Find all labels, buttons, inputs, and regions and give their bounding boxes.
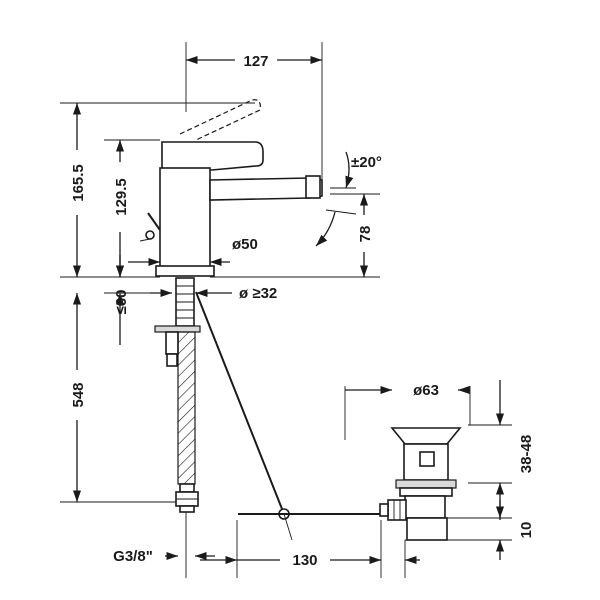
dim-width-top: 127 [243,53,268,70]
dimension-labels: 127 165.5 129.5 ±20° 78 ø50 ø ≥32 ≤60 54… [70,53,535,569]
dim-hose-length: 548 [70,382,87,407]
dim-drain-diameter: ø63 [413,382,439,399]
dim-deck-thickness: ≤60 [113,290,130,315]
dim-drain-range: 38-48 [518,435,535,473]
dimension-lines [72,55,505,565]
dim-connection: G3/8" [113,548,153,565]
dim-rod-length: 130 [292,552,317,569]
dim-height-total: 165.5 [70,164,87,202]
dim-spout-height: 78 [357,226,374,243]
dim-drain-flange: 10 [518,522,535,539]
dim-hole-diameter: ø ≥32 [239,285,277,302]
faucet [139,99,323,277]
dim-base-diameter: ø50 [232,236,258,253]
mounting-and-hose [154,277,381,541]
dim-angle: ±20° [351,154,382,171]
drain-valve [379,427,462,541]
dim-height-spout: 129.5 [113,178,130,216]
extension-lines [60,42,512,578]
